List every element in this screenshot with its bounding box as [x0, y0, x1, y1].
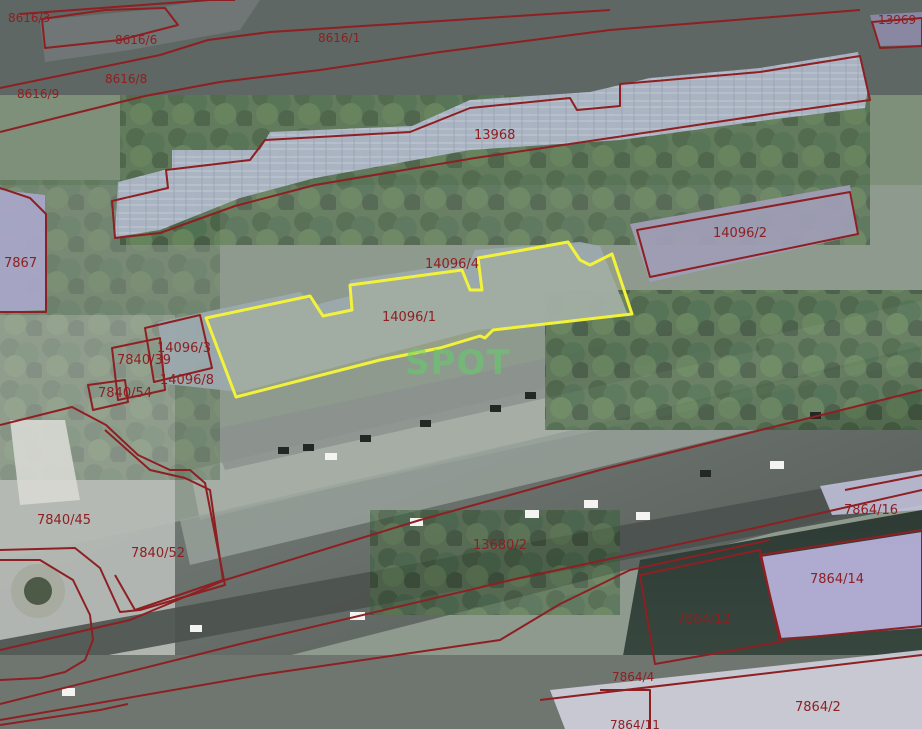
parcel-boundary-7864-4 [600, 689, 651, 729]
parcel-label-8616-1: 8616/1 [318, 31, 360, 45]
parcel-boundary-road-north [0, 9, 611, 89]
parcel-boundary-7840-39 [111, 337, 166, 401]
parcel-label-8616-9: 8616/9 [17, 87, 59, 101]
parcel-label-7840-54: 7840/54 [98, 386, 152, 401]
parcel-label-14096-1: 14096/1 [382, 310, 436, 325]
parcel-label-7864-14: 7864/14 [810, 572, 864, 587]
parcel-boundary-7864-16 [844, 474, 922, 491]
parcel-boundary-top-block [41, 7, 179, 49]
parcel-label-7864-11: 7864/11 [610, 718, 660, 729]
parcel-labels-layer: 8616/3 8616/6 8616/8 8616/9 8616/1 13969… [4, 11, 916, 729]
parcel-boundary-7867 [0, 187, 47, 313]
parcel-boundary-south-road [0, 539, 771, 721]
parcel-label-14096-4: 14096/4 [425, 257, 479, 272]
parcel-boundary-top-north [19, 0, 235, 15]
parcel-label-8616-8: 8616/8 [105, 72, 147, 86]
parcel-boundary-bottom-left [0, 703, 129, 726]
parcel-label-7840-39: 7840/39 [117, 353, 171, 368]
parcel-boundary-13969 [871, 17, 922, 49]
parcel-boundary-7840-52 [104, 429, 224, 611]
parcel-label-14096-2: 14096/2 [713, 226, 767, 241]
parcel-boundary-left-lower [0, 559, 94, 681]
parcel-label-13680-2: 13680/2 [473, 538, 527, 553]
parcel-label-14096-8: 14096/8 [160, 373, 214, 388]
spot-watermark: SPOT [405, 343, 511, 383]
parcel-label-14096-3: 14096/3 [157, 341, 211, 356]
parcel-boundary-7864-12 [639, 549, 781, 665]
parcel-boundary-7864-2 [539, 654, 922, 701]
parcel-label-7840-52: 7840/52 [131, 546, 185, 561]
parcel-boundary-road-main [0, 389, 922, 651]
parcel-label-13968: 13968 [474, 128, 515, 143]
parcel-label-7840-45: 7840/45 [37, 513, 91, 528]
parcel-boundary-14096-3 [144, 314, 213, 383]
parcel-label-13969: 13969 [878, 13, 916, 27]
parcel-boundary-top-right [0, 9, 861, 133]
parcel-label-8616-6: 8616/6 [115, 33, 157, 47]
parcel-boundary-7840-54 [87, 379, 129, 411]
selected-parcel-14096-1 [204, 240, 634, 399]
parcel-label-7867: 7867 [4, 256, 37, 271]
selected-parcel-layer[interactable] [204, 240, 634, 399]
parcel-boundary-road-south [0, 489, 922, 705]
parcel-boundary-7840-45 [0, 406, 226, 613]
parcel-label-7864-4: 7864/4 [612, 670, 654, 684]
parcel-label-7864-16: 7864/16 [844, 503, 898, 518]
parcel-label-8616-3: 8616/3 [8, 11, 50, 25]
parcel-label-7864-12: 7864/12 [677, 612, 731, 627]
parcel-boundary-14096-2 [636, 191, 859, 278]
parcel-boundary-13968 [111, 55, 871, 239]
parcel-label-7864-2: 7864/2 [795, 700, 841, 715]
